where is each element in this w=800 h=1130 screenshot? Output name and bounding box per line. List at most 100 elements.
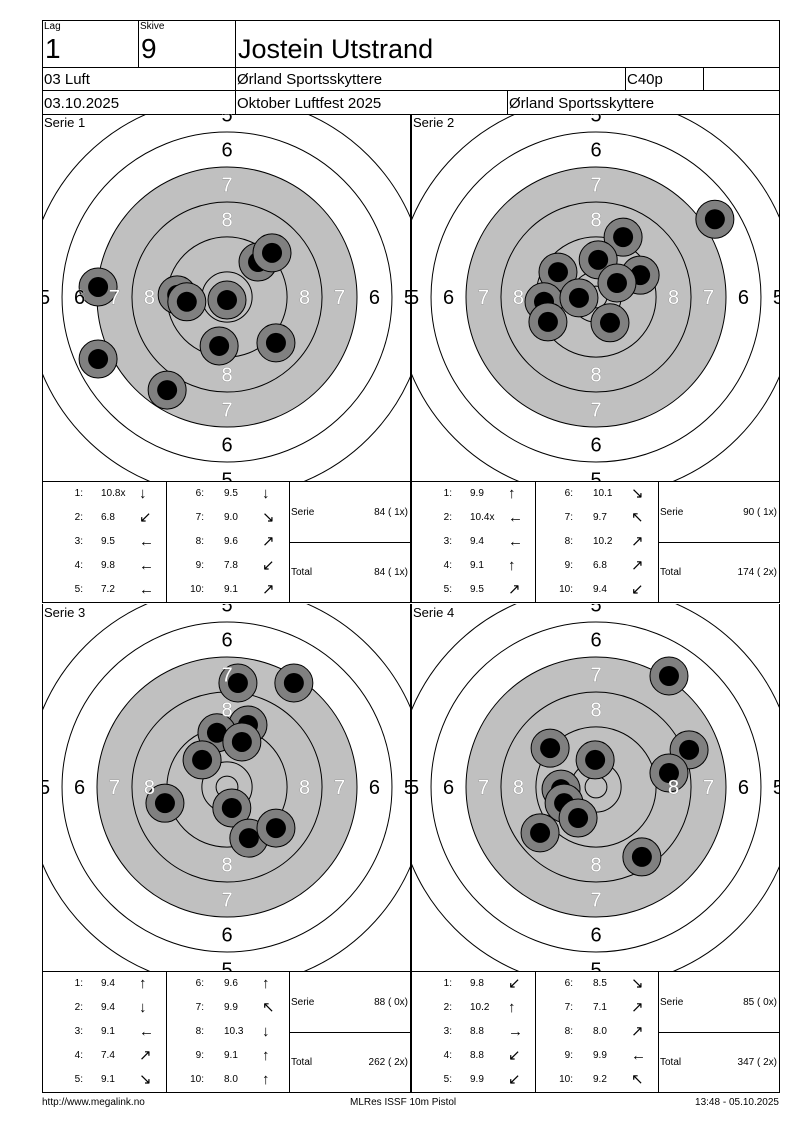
shot-direction-arrow-icon: ↗ xyxy=(631,1023,644,1040)
ring-label-5: 5 xyxy=(43,777,50,799)
serie-label: Serie xyxy=(660,997,684,1008)
shot-row: 2:10.2↑ xyxy=(412,996,535,1020)
shot-value: 9.9 xyxy=(224,1002,238,1013)
shot-number: 10: xyxy=(190,1074,204,1085)
shot-number: 10: xyxy=(559,1074,573,1085)
shot-direction-arrow-icon: ← xyxy=(139,1023,154,1040)
ring-label-5: 5 xyxy=(590,469,601,481)
shot-value: 10.4x xyxy=(470,512,495,523)
ring-label-7: 7 xyxy=(478,777,489,799)
ring-label-5: 5 xyxy=(590,604,601,617)
shot-inner xyxy=(262,242,283,263)
shot-inner xyxy=(217,290,237,311)
shot-row: 7:7.1↗ xyxy=(535,996,658,1020)
total-label: Total xyxy=(291,567,313,578)
ring-label-6: 6 xyxy=(590,434,601,456)
ring-label-8: 8 xyxy=(221,699,232,721)
shot-value: 8.8 xyxy=(470,1050,484,1061)
series-title: Serie 3 xyxy=(44,605,86,620)
shot-number: 9: xyxy=(564,560,573,571)
target-svg: 5555666677778888 xyxy=(43,114,410,481)
ring-label-7: 7 xyxy=(109,287,120,309)
ring-6 xyxy=(61,621,393,953)
shot-hole xyxy=(649,753,689,793)
score-table-4: 1:9.8↙2:10.2↑3:8.8→4:8.8↙5:9.9↙6:8.5↘7:7… xyxy=(411,971,780,1093)
shot-inner xyxy=(606,273,627,294)
shot-inner xyxy=(568,287,589,308)
shot-number: 3: xyxy=(74,536,83,547)
shot-row: 7:9.9↖ xyxy=(166,996,289,1020)
shot-value: 9.7 xyxy=(593,512,607,523)
summary-divider xyxy=(289,542,410,543)
serie-label: Serie xyxy=(660,507,684,518)
shot-direction-arrow-icon: ↑ xyxy=(139,975,147,992)
lag-label: Lag xyxy=(44,21,61,32)
ring-label-7: 7 xyxy=(109,777,120,799)
skive-value: 9 xyxy=(141,33,157,64)
shot-hole xyxy=(199,326,239,366)
shot-row: 10:9.2↖ xyxy=(535,1068,658,1092)
shot-direction-arrow-icon: ← xyxy=(139,557,154,574)
shot-hole xyxy=(530,728,570,768)
shot-value: 6.8 xyxy=(101,512,115,523)
shot-row: 8:9.6↗ xyxy=(166,530,289,554)
shot-value: 9.9 xyxy=(470,488,484,499)
shot-inner xyxy=(704,209,725,230)
ring-label-6: 6 xyxy=(74,777,85,799)
ring-label-7: 7 xyxy=(590,890,601,912)
shot-value: 9.8 xyxy=(101,560,115,571)
shot-hole xyxy=(256,323,296,363)
shot-hole xyxy=(167,282,207,322)
stevne-cell: Oktober Luftfest 2025 xyxy=(235,90,508,115)
ring-label-7: 7 xyxy=(590,664,601,686)
shot-direction-arrow-icon: ← xyxy=(139,581,154,598)
shot-direction-arrow-icon: ↘ xyxy=(139,1071,152,1088)
summary-divider xyxy=(658,1032,779,1033)
serie-label: Serie xyxy=(291,507,315,518)
shot-value: 7.4 xyxy=(101,1050,115,1061)
shot-number: 1: xyxy=(443,488,452,499)
shot-inner xyxy=(283,672,304,693)
shot-direction-arrow-icon: ↘ xyxy=(631,975,644,992)
shot-value: 8.5 xyxy=(593,978,607,989)
shot-hole xyxy=(274,663,314,703)
ring-label-8: 8 xyxy=(590,365,601,387)
shot-row: 5:9.5↗ xyxy=(412,578,535,602)
shot-row: 3:9.1← xyxy=(43,1020,166,1044)
ring-label-6: 6 xyxy=(369,777,380,799)
shot-hole xyxy=(222,722,262,762)
shot-value: 7.8 xyxy=(224,560,238,571)
shot-row: 7:9.7↖ xyxy=(535,506,658,530)
shot-direction-arrow-icon: ↗ xyxy=(631,533,644,550)
shot-direction-arrow-icon: ↙ xyxy=(508,1047,521,1064)
ring-label-8: 8 xyxy=(513,777,524,799)
shot-value: 8.8 xyxy=(470,1026,484,1037)
shot-number: 10: xyxy=(559,584,573,595)
shot-inner xyxy=(588,249,609,270)
ring-label-5: 5 xyxy=(404,777,411,799)
ring-label-6: 6 xyxy=(221,140,232,162)
ring-6 xyxy=(430,621,762,953)
ring-label-7: 7 xyxy=(221,400,232,422)
shot-value: 9.9 xyxy=(470,1074,484,1085)
shot-direction-arrow-icon: ↗ xyxy=(139,1047,152,1064)
shot-row: 3:9.5← xyxy=(43,530,166,554)
shot-value: 8.0 xyxy=(224,1074,238,1085)
shot-row: 1:10.8x↓ xyxy=(43,482,166,506)
ring-label-8: 8 xyxy=(590,699,601,721)
footer-program: MLRes ISSF 10m Pistol xyxy=(350,1097,457,1108)
shot-row: 2:6.8↙ xyxy=(43,506,166,530)
ring-label-7: 7 xyxy=(703,287,714,309)
shots-column: 1:10.8x↓2:6.8↙3:9.5←4:9.8←5:7.2← xyxy=(43,482,167,602)
shot-inner xyxy=(231,731,252,752)
shot-number: 3: xyxy=(74,1026,83,1037)
shot-row: 3:8.8→ xyxy=(412,1020,535,1044)
klasse: 03 Luft xyxy=(44,71,90,88)
shot-hole xyxy=(147,370,187,410)
shot-value: 9.4 xyxy=(593,584,607,595)
shot-hole xyxy=(78,339,118,379)
shot-row: 7:9.0↘ xyxy=(166,506,289,530)
